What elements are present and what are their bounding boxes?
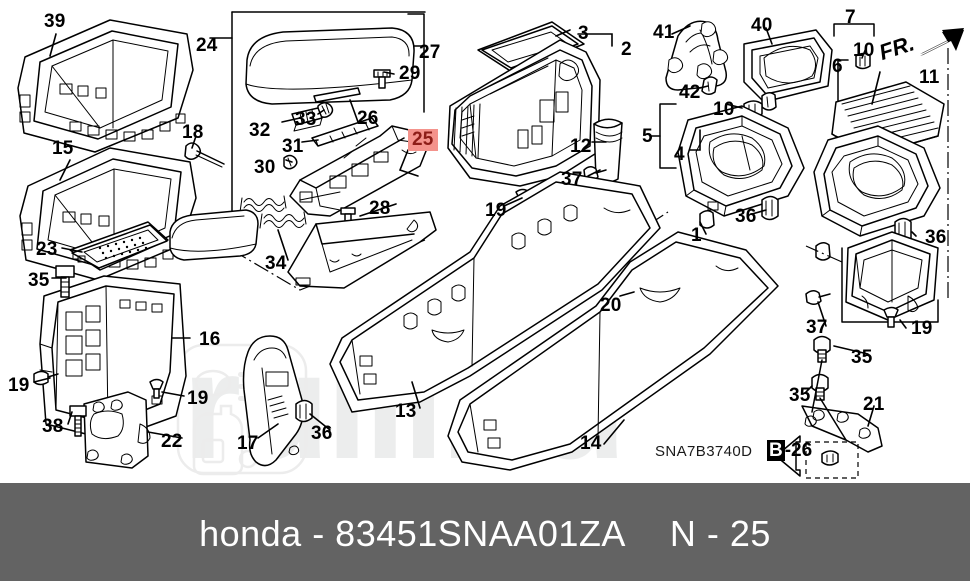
callout-36: 36 [735,206,757,227]
callout-30: 30 [254,157,276,178]
callout-1: 1 [691,225,702,246]
part-38-bolt [69,405,87,437]
part-1-clip-a [761,92,777,111]
callout-14: 14 [580,433,602,454]
callout-40: 40 [751,15,773,36]
part-35-bolt-b [813,335,831,363]
part-14-side-panel [447,231,779,471]
section-ref-suffix: -26 [784,440,813,461]
part-37-clip-b [805,290,831,305]
drawing-code: SNA7B3740D [655,443,753,460]
part-19-screw-c [149,378,164,399]
callout-23: 23 [36,239,58,260]
part-armrest-pad [169,209,259,261]
callout-13: 13 [395,401,417,422]
technical-diagram-canvas: rulli.ru .ln{fill:none;stro [8,7,964,482]
part-4-cupholder-panel [677,105,805,217]
callout-26: 26 [357,108,379,129]
part-22-bracket [83,391,151,469]
callout-37: 37 [561,169,583,190]
diagram-linework: .ln{fill:none;stroke:#000;stroke-width:1… [17,11,949,479]
callout-11: 11 [919,67,940,88]
callout-31: 31 [282,136,304,157]
section-reference: B-26 [767,440,812,462]
callout-7: 7 [845,7,856,28]
part-31-strip [311,117,379,147]
orientation-marker: FR. [876,20,964,66]
callout-3: 3 [578,23,589,44]
callout-5: 5 [642,126,653,147]
leader-lines [33,25,917,445]
part-rear-tray [845,231,939,321]
footer-part-label: honda - 83451SNAA01ZA [199,513,626,554]
callout-15: 15 [52,138,74,159]
footer-page-ref: N - 25 [669,513,771,554]
part-35-bolt-a [55,265,75,298]
part-13-side-panel [329,171,661,413]
callout-36: 36 [925,227,947,248]
part-42-clip [701,76,718,95]
callout-42: 42 [679,82,701,103]
callout-19: 19 [8,375,30,396]
callout-29: 29 [399,63,421,84]
callout-39: 39 [44,11,66,32]
part-36-clip-a [761,195,779,221]
callout-10: 10 [853,40,875,61]
callout-41: 41 [653,22,675,43]
section-arrow-icon [775,435,801,477]
group-5-bracket [651,103,677,169]
callout-27: 27 [419,42,441,63]
part-2-console-frame [447,39,601,187]
part-39-console-tray [17,19,194,153]
callout-34: 34 [265,253,287,274]
part-21-bracket [801,359,883,453]
part-40-bezel [743,29,833,103]
callout-36: 36 [311,423,333,444]
part-lower-lid [287,211,437,289]
callout-20: 20 [600,295,622,316]
callout-10: 10 [713,99,735,120]
part-4b-cupholder-panel [813,125,941,237]
part-36-clip-c [295,399,313,423]
callout-35: 35 [851,347,873,368]
part-26-rod [313,87,361,103]
callout-33: 33 [295,109,317,130]
callout-22: 22 [161,431,183,452]
callout-19: 19 [485,200,507,221]
callout-37: 37 [806,317,828,338]
part-32-block [291,107,323,132]
group-7-bracket [833,23,875,37]
callout-28: 28 [369,198,391,219]
part-armrest-lid [245,27,415,105]
callout-25: 25 [408,129,438,151]
callout-35: 35 [789,385,811,406]
callout-38: 38 [42,416,64,437]
callout-32: 32 [249,120,271,141]
fr-arrow-icon [920,28,964,56]
callout-24: 24 [196,35,218,56]
callout-4: 4 [674,144,685,165]
callout-12: 12 [570,136,592,157]
callout-19: 19 [911,318,933,339]
part-41-shift-boot [665,20,729,91]
part-23-tray-mat [69,221,169,271]
callout-16: 16 [199,329,221,350]
part-18-bolt [184,142,225,168]
footer-bar: honda - 83451SNAA01ZA N - 25 [0,483,970,581]
callout-17: 17 [237,433,259,454]
part-bolt-dashed-box [805,441,859,479]
callout-19: 19 [187,388,209,409]
part-34-springs [239,191,341,229]
part-19-screw-d [883,306,899,328]
part-17-trim [242,335,304,467]
group-27-bracket [407,13,425,113]
callout-2: 2 [621,39,632,60]
callout-6: 6 [832,56,843,77]
callout-21: 21 [863,394,885,415]
section-ref-prefix: B [767,440,785,461]
part-10-clip-a [855,52,871,70]
callout-35: 35 [28,270,50,291]
part-16-console-body [39,275,187,441]
callout-18: 18 [182,122,204,143]
